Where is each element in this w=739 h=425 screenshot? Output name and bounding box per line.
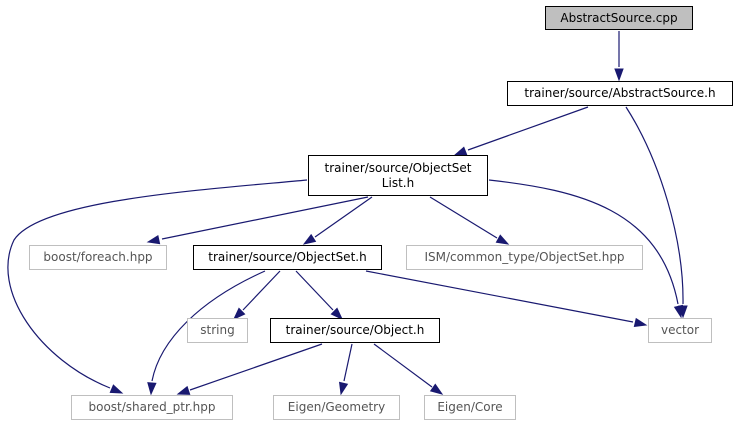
node-label: boost/foreach.hpp xyxy=(43,250,153,264)
edge-abstract-source-h-to-object-set-list-h xyxy=(453,106,589,156)
edge-object-set-list-h-to-boost-foreach-arrowhead xyxy=(146,234,161,245)
edge-object-h-to-eigen-core-arrowhead xyxy=(429,383,444,395)
node-label: trainer/source/AbstractSource.h xyxy=(524,86,716,100)
edge-object-set-h-to-boost-shared-ptr-arrowhead xyxy=(147,382,157,396)
edge-object-set-list-h-to-boost-foreach-line xyxy=(161,196,369,240)
edge-abstract-source-h-to-vector xyxy=(625,106,688,319)
edge-object-h-to-boost-shared-ptr-line xyxy=(189,343,323,391)
edge-object-set-h-to-vector xyxy=(365,270,648,328)
edge-abstract-source-h-to-object-set-list-h-line xyxy=(467,106,589,151)
edge-cpp-to-abstract-source-h-arrowhead xyxy=(614,68,624,82)
node-boost-foreach: boost/foreach.hpp xyxy=(29,245,167,270)
node-label: AbstractSource.cpp xyxy=(560,10,678,25)
edge-object-h-to-eigen-geometry-arrowhead xyxy=(338,381,349,396)
edge-object-set-list-h-to-ism-object-set-line xyxy=(429,196,498,239)
edge-object-set-list-h-to-object-set-h xyxy=(302,196,373,245)
node-abstract-source-h[interactable]: trainer/source/AbstractSource.h xyxy=(507,81,733,106)
edge-object-set-h-to-string xyxy=(232,270,281,321)
edge-object-set-h-to-object-h xyxy=(295,270,344,321)
node-object-set-h[interactable]: trainer/source/ObjectSet.h xyxy=(193,245,382,270)
edge-object-set-list-h-to-vector-line xyxy=(488,179,679,305)
node-label: Eigen/Core xyxy=(437,400,503,414)
edge-object-set-h-to-vector-line xyxy=(365,270,634,323)
edge-object-set-h-to-string-arrowhead xyxy=(232,307,246,321)
node-eigen-core: Eigen/Core xyxy=(424,395,516,420)
node-label: Eigen/Geometry xyxy=(287,400,386,414)
edge-abstract-source-h-to-vector-line xyxy=(625,106,684,305)
edge-object-h-to-boost-shared-ptr-arrowhead xyxy=(176,385,191,395)
node-label: trainer/source/ObjectSet.h xyxy=(208,250,367,264)
node-label: ISM/common_type/ObjectSet.hpp xyxy=(424,250,625,264)
node-eigen-geometry: Eigen/Geometry xyxy=(273,395,400,420)
node-label-line2: List.h xyxy=(381,175,415,190)
edge-object-h-to-eigen-geometry-line xyxy=(343,343,353,382)
edge-object-set-list-h-to-vector xyxy=(488,179,684,319)
edge-object-h-to-eigen-core xyxy=(373,343,444,395)
edge-object-set-list-h-to-boost-shared-ptr-arrowhead xyxy=(109,384,124,394)
node-label-line1: trainer/source/ObjectSet xyxy=(324,160,472,175)
edge-object-h-to-boost-shared-ptr xyxy=(176,343,323,395)
edge-object-set-list-h-to-object-set-h-arrowhead xyxy=(302,233,317,245)
edge-object-set-list-h-to-boost-shared-ptr xyxy=(7,179,308,394)
edge-object-set-list-h-to-ism-object-set xyxy=(429,196,510,245)
node-object-set-list-h[interactable]: trainer/source/ObjectSet List.h xyxy=(308,155,488,196)
edge-object-h-to-eigen-core-line xyxy=(373,343,433,388)
edge-object-set-list-h-to-ism-object-set-arrowhead xyxy=(495,234,510,245)
edge-object-set-h-to-object-h-line xyxy=(295,270,334,311)
edge-object-set-h-to-string-line xyxy=(242,270,281,311)
node-label: boost/shared_ptr.hpp xyxy=(88,400,216,414)
node-label: vector xyxy=(660,323,700,337)
edge-abstract-source-h-to-object-set-list-h-arrowhead xyxy=(453,146,468,156)
node-vector: vector xyxy=(648,318,712,343)
node-object-h[interactable]: trainer/source/Object.h xyxy=(270,318,440,343)
edge-object-set-h-to-vector-arrowhead xyxy=(633,317,648,328)
node-abstract-source-cpp: AbstractSource.cpp xyxy=(545,6,693,30)
edge-object-set-list-h-to-boost-shared-ptr-line xyxy=(7,179,308,389)
edge-object-set-list-h-to-object-set-h-line xyxy=(314,196,373,238)
node-string: string xyxy=(187,318,248,343)
node-boost-shared-ptr: boost/shared_ptr.hpp xyxy=(71,395,233,420)
edge-object-set-list-h-to-boost-foreach xyxy=(146,196,369,245)
edge-object-set-list-h-to-vector-arrowhead xyxy=(673,304,684,319)
node-label: string xyxy=(200,323,235,337)
edge-cpp-to-abstract-source-h xyxy=(614,31,624,82)
edge-object-h-to-eigen-geometry xyxy=(338,343,353,396)
node-label: trainer/source/Object.h xyxy=(285,323,425,337)
edge-object-set-h-to-object-h-arrowhead xyxy=(330,307,344,321)
node-ism-object-set: ISM/common_type/ObjectSet.hpp xyxy=(406,245,643,270)
